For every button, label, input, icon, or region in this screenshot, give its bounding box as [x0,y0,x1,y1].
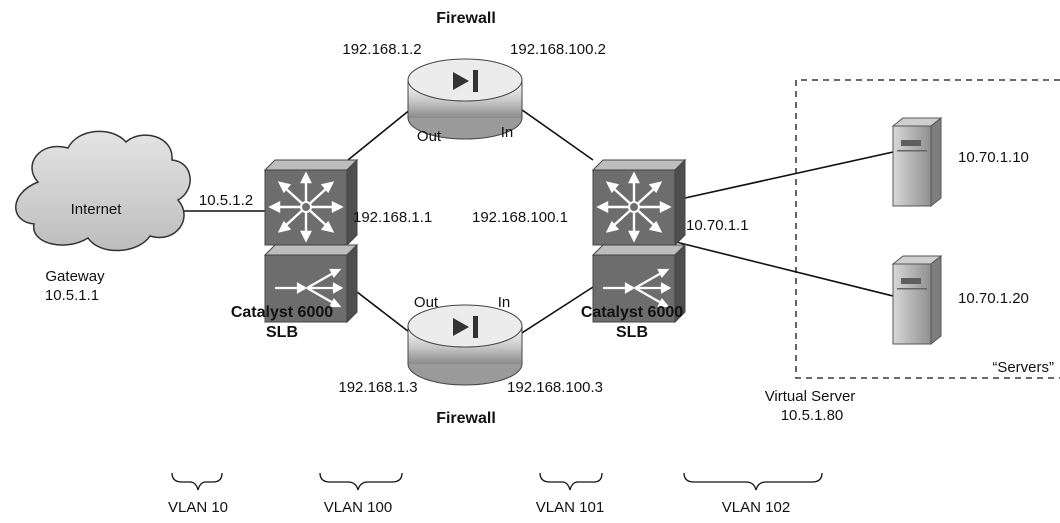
switch-right-server-ip: 10.70.1.1 [686,217,749,234]
server-1-icon [891,116,943,208]
vlan-102-label: VLAN 102 [722,499,790,516]
firewall-bottom-title: Firewall [436,410,496,427]
link-switch-server2 [675,241,894,297]
vlan-braces [171,472,823,491]
server-2-ip: 10.70.1.20 [958,290,1029,307]
firewall-top-title: Firewall [436,10,496,27]
firewall-bottom-port-out: Out [414,294,439,311]
internet-link-ip: 10.5.1.2 [199,192,253,209]
server-2-icon [891,254,943,346]
virtual-server-label: Virtual Server [765,388,856,405]
gateway-label: Gateway [45,268,105,285]
catalyst-switch-right-icon [591,158,687,324]
virtual-server-ip: 10.5.1.80 [781,407,844,424]
internet-cloud-icon [15,130,191,252]
firewall-bottom-port-in: In [498,294,511,311]
firewall-bottom-ip-left: 192.168.1.3 [338,379,417,396]
firewall-top-port-out: Out [417,128,442,145]
vlan-101-label: VLAN 101 [536,499,604,516]
server-1-ip: 10.70.1.10 [958,149,1029,166]
switch-left-ip: 192.168.1.1 [353,209,432,226]
switch-right-name-line2: SLB [616,324,648,341]
firewall-top-ip-left: 192.168.1.2 [342,41,421,58]
vlan-102-brace [683,472,823,491]
catalyst-switch-left-icon [263,158,359,324]
internet-label: Internet [71,201,123,218]
vlan-101-brace [539,472,603,491]
switch-left-name-line1: Catalyst 6000 [231,304,333,321]
firewall-top-port-in: In [501,124,514,141]
link-switch-server1 [675,151,894,201]
firewall-top-ip-right: 192.168.100.2 [510,41,606,58]
servers-group-box [795,79,1060,379]
gateway-ip: 10.5.1.1 [45,287,99,304]
switch-right-ip: 192.168.100.1 [472,209,568,226]
firewall-bottom-icon [407,304,523,386]
servers-group-label: “Servers” [992,359,1054,376]
vlan-100-brace [319,472,403,491]
vlan-10-brace [171,472,223,491]
firewall-bottom-ip-right: 192.168.100.3 [507,379,603,396]
vlan-10-label: VLAN 10 [168,499,228,516]
switch-right-name-line1: Catalyst 6000 [581,304,683,321]
firewall-top-icon [407,58,523,140]
switch-left-name-line2: SLB [266,324,298,341]
vlan-100-label: VLAN 100 [324,499,392,516]
